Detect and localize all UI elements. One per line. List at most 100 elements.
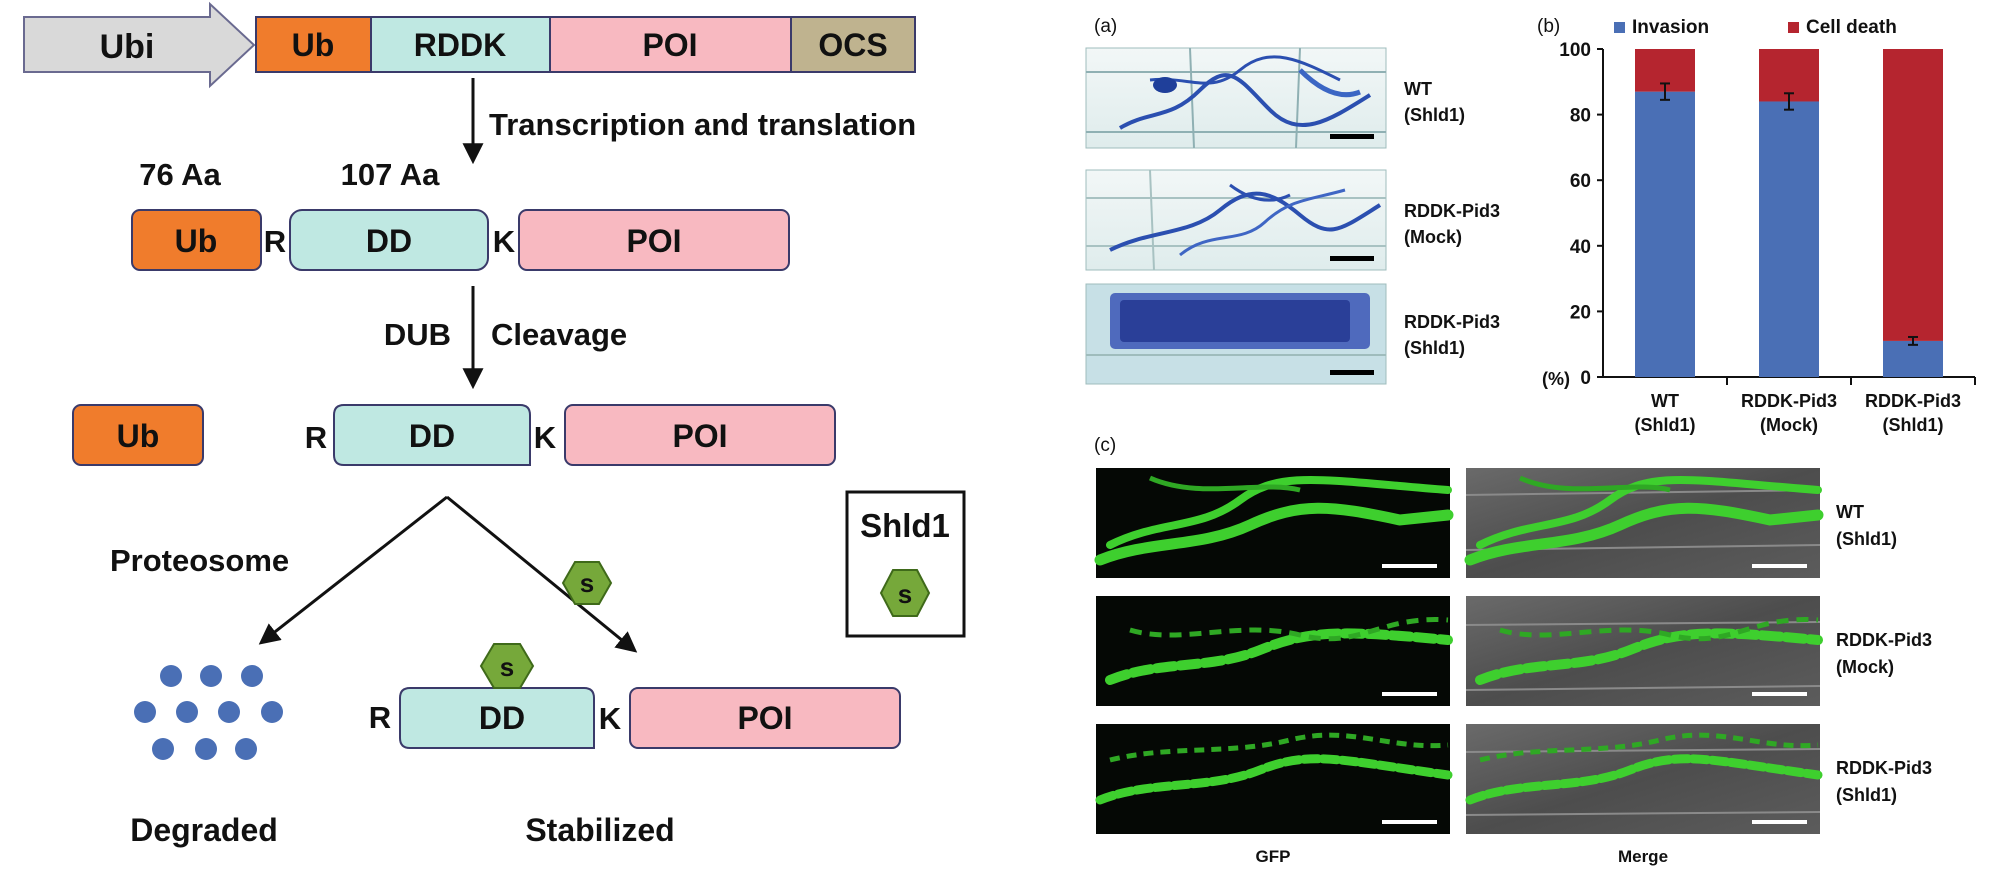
scale-bar <box>1330 370 1374 375</box>
x-category-label: (Mock) <box>1760 415 1818 435</box>
construct-rddk-segment <box>370 16 551 73</box>
y-tick-label: 0 <box>1580 368 1591 389</box>
panel-a-row-1-line-2: (Shld1) <box>1404 105 1465 125</box>
panel-a-label: (a) <box>1094 16 1117 37</box>
ubi-promoter-arrow <box>23 1 256 89</box>
protein-ub-label: Ub <box>175 223 218 259</box>
protein-poi-label: POI <box>626 223 681 259</box>
ub-length-label: 76 Aa <box>139 157 221 192</box>
bar-cell-death <box>1883 49 1943 341</box>
degradation-arrow <box>258 495 448 645</box>
shld1-legend-icon: s <box>879 569 931 617</box>
cleaved-k-residue: K <box>534 420 557 455</box>
construct-poi-label: POI <box>642 27 697 63</box>
column-label-merge: Merge <box>1618 847 1668 866</box>
fragment-dot <box>261 701 283 723</box>
dub-label: DUB <box>384 317 451 352</box>
stabilized-poi-box <box>629 687 901 749</box>
y-tick-label: 60 <box>1570 171 1591 192</box>
y-tick-label: 100 <box>1559 40 1591 61</box>
y-tick-label: 80 <box>1570 106 1591 127</box>
stabilized-k-residue: K <box>599 701 622 736</box>
degraded-fragments <box>134 665 283 760</box>
protein-poi-box <box>518 209 790 271</box>
stacked-bar-chart: 020406080100WT(Shld1)RDDK-Pid3(Mock)RDDK… <box>1559 40 1976 435</box>
panel-c-label: (c) <box>1094 435 1116 456</box>
scale-bar <box>1382 820 1437 824</box>
cleavage-label: Cleavage <box>491 317 627 352</box>
fragment-dot <box>134 701 156 723</box>
stabilized-poi-label: POI <box>737 700 792 736</box>
gfp-image-row-3 <box>1095 724 1453 834</box>
scale-bar <box>1382 564 1437 568</box>
panel-a-row-3-line-2: (Shld1) <box>1404 338 1465 358</box>
bar-invasion <box>1635 91 1695 377</box>
y-tick-label: 20 <box>1570 302 1591 323</box>
y-tick-label: 40 <box>1570 237 1591 258</box>
construct-bar: Ubi Ub RDDK POI OCS <box>23 1 916 89</box>
protein-dd-box <box>289 209 489 271</box>
protein-ub-box <box>131 209 262 271</box>
ligand-symbol: s <box>580 568 594 598</box>
stabilized-dd-label: DD <box>479 700 525 736</box>
cleaved-poi-label: POI <box>672 418 727 454</box>
panel-a-row-3-line-1: RDDK-Pid3 <box>1404 312 1500 332</box>
transcription-label: Transcription and translation <box>489 107 916 142</box>
dd-length-label: 107 Aa <box>341 157 441 192</box>
construct-ub-label: Ub <box>292 27 335 63</box>
scale-bar <box>1752 820 1807 824</box>
protein-r-residue: R <box>264 224 286 259</box>
construct-ocs-label: OCS <box>818 27 887 63</box>
gfp-image-row-1 <box>1094 468 1454 578</box>
proteosome-label: Proteosome <box>110 543 289 578</box>
cleaved-ub-box <box>72 404 204 466</box>
stabilized-r-residue: R <box>369 700 391 735</box>
fragment-dot <box>195 738 217 760</box>
fragment-dot <box>218 701 240 723</box>
bar-invasion <box>1883 340 1943 377</box>
legend-ligand-symbol: s <box>898 579 912 609</box>
bound-ligand-symbol: s <box>500 652 514 682</box>
schematic: Ubi Ub RDDK POI OCS Transcription and tr… <box>23 1 966 848</box>
cleaved-dd-box <box>333 404 531 466</box>
scale-bar <box>1752 692 1807 696</box>
shld1-legend-title: Shld1 <box>860 507 950 544</box>
stabilization-arrow <box>446 495 638 653</box>
fragment-dot <box>241 665 263 687</box>
y-axis-unit: (%) <box>1542 369 1570 389</box>
panel-c-row-3-line-1: RDDK-Pid3 <box>1836 758 1932 778</box>
shld1-ligand-arrow: s <box>561 561 613 605</box>
column-label-gfp: GFP <box>1256 847 1291 866</box>
protein-dd-label: DD <box>366 223 412 259</box>
chart-legend: Invasion Cell death <box>1614 17 1897 38</box>
x-category-label: RDDK-Pid3 <box>1865 391 1961 411</box>
stabilized-label: Stabilized <box>525 812 674 848</box>
stabilized-dd-box <box>399 687 595 749</box>
panel-b-label: (b) <box>1537 16 1560 37</box>
scale-bar <box>1382 692 1437 696</box>
legend-celldeath-label: Cell death <box>1806 17 1897 38</box>
panel-a-micrograph-2 <box>1085 169 1387 271</box>
panel-b: (b) Invasion Cell death (%) 0 20 40 60 80 100… <box>1537 16 1976 435</box>
panel-c-row-2-line-1: RDDK-Pid3 <box>1836 630 1932 650</box>
fragment-dot <box>235 738 257 760</box>
protein-k-residue: K <box>493 224 516 259</box>
legend-invasion-swatch <box>1614 22 1625 33</box>
merge-image-row-2 <box>1465 596 1823 706</box>
panel-c-row-2-line-2: (Mock) <box>1836 657 1894 677</box>
cleaved-poi-box <box>564 404 836 466</box>
construct-poi-segment <box>549 16 792 73</box>
fragment-dot <box>152 738 174 760</box>
cleaved-dd-label: DD <box>409 418 455 454</box>
cleaved-ub-label: Ub <box>117 418 160 454</box>
x-category-label: (Shld1) <box>1883 415 1944 435</box>
panel-a-row-2-line-2: (Mock) <box>1404 227 1462 247</box>
bound-shld1: s <box>479 643 535 689</box>
bound-hexagon-icon <box>479 643 535 689</box>
merge-image-row-1 <box>1464 468 1824 578</box>
construct-ocs-segment <box>790 16 916 73</box>
fragment-dot <box>160 665 182 687</box>
panel-c: (c) WT (Shld1) <box>1094 435 1932 866</box>
legend-celldeath-swatch <box>1788 22 1799 33</box>
